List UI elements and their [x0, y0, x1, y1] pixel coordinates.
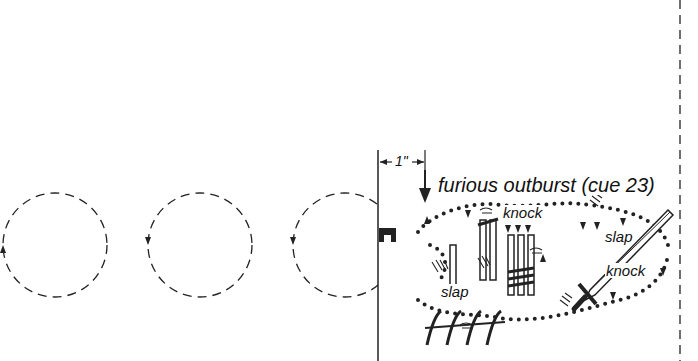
action-label: slap: [440, 284, 470, 299]
cue-note: furious outburst (cue 23): [437, 175, 656, 195]
dynamics-mark: [425, 311, 505, 345]
path-circles: [3, 193, 397, 297]
dimension: [380, 150, 425, 172]
stage-symbol: [379, 228, 396, 242]
dagger: [574, 210, 673, 309]
action-label: knock: [502, 205, 543, 220]
column-bars: [450, 219, 534, 290]
cue-arrow: [419, 188, 431, 203]
staff-line: [377, 150, 379, 361]
action-label: slap: [604, 229, 634, 244]
hand-signs: [432, 193, 602, 328]
dotted-paths: [418, 203, 668, 319]
boundary-line: [679, 0, 680, 361]
dimension-label: 1": [394, 154, 409, 168]
circle-arrowheads: [0, 237, 296, 253]
action-label: knock: [605, 263, 646, 278]
